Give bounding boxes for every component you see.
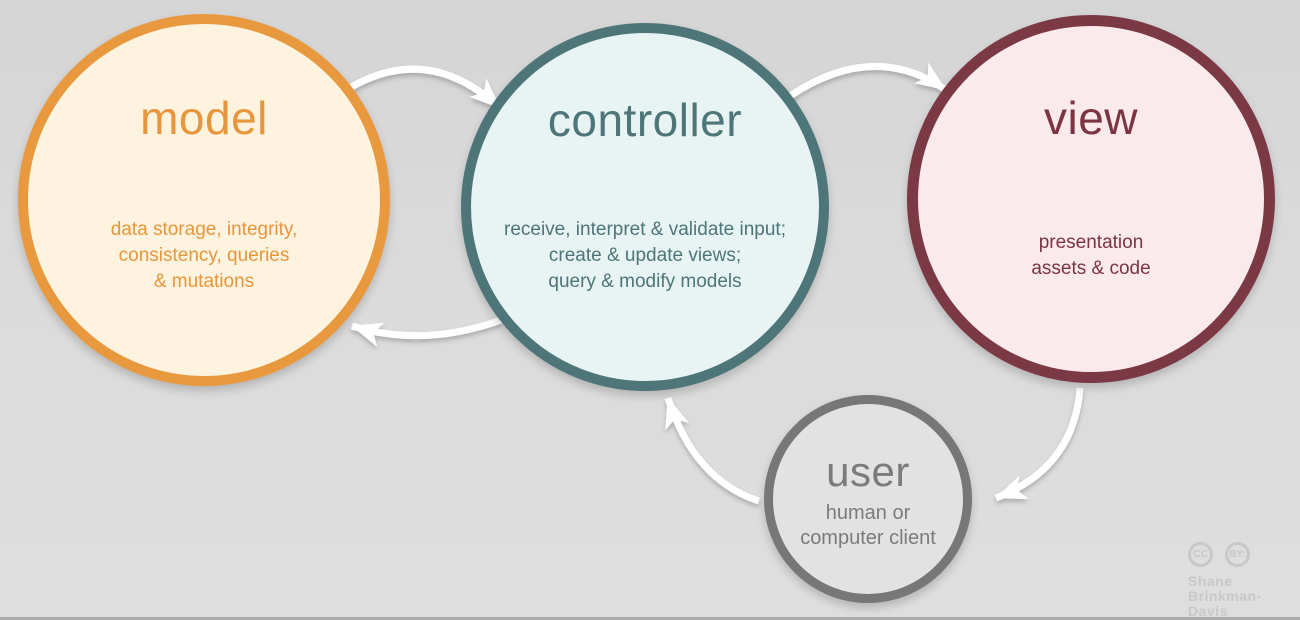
controller-node: controller receive, interpret & validate… bbox=[461, 23, 829, 391]
author-credit: Shane Brinkman-Davis bbox=[1188, 574, 1298, 619]
view-node: view presentation assets & code bbox=[907, 15, 1275, 383]
view-node-title: view bbox=[1043, 92, 1139, 144]
cc-license-attribution: CC BY: Shane Brinkman-Davis bbox=[1188, 542, 1298, 619]
bottom-edge-divider bbox=[0, 617, 1300, 620]
user-node-title: user bbox=[826, 448, 910, 495]
user-node: user human or computer client bbox=[764, 395, 972, 603]
view-desc-line: presentation bbox=[1038, 232, 1144, 253]
arrow-view-to-user bbox=[994, 387, 1084, 502]
model-node-description: data storage, integrity, consistency, qu… bbox=[28, 217, 380, 295]
view-desc-line: assets & code bbox=[1031, 258, 1151, 279]
user-desc-line: human or bbox=[825, 502, 911, 524]
arrow-controller-to-view bbox=[788, 62, 948, 99]
cc-icon: CC bbox=[1188, 542, 1213, 567]
cc-badges: CC BY: bbox=[1188, 542, 1298, 567]
arrow-user-to-controller bbox=[664, 396, 761, 505]
arrow-controller-to-model bbox=[350, 316, 503, 347]
model-desc-line: & mutations bbox=[153, 271, 255, 292]
view-node-description: presentation assets & code bbox=[918, 230, 1264, 282]
controller-desc-line: receive, interpret & validate input; bbox=[504, 219, 786, 240]
user-node-description: human or computer client bbox=[773, 501, 963, 551]
user-desc-line: computer client bbox=[800, 527, 936, 549]
model-desc-line: consistency, queries bbox=[118, 245, 290, 266]
cc-by-icon: BY: bbox=[1225, 542, 1250, 567]
model-node: model data storage, integrity, consisten… bbox=[18, 14, 390, 386]
controller-desc-line: create & update views; bbox=[548, 245, 742, 266]
author-credit-line: Shane bbox=[1188, 573, 1233, 589]
author-credit-line: Brinkman-Davis bbox=[1188, 588, 1262, 619]
model-node-title: model bbox=[140, 92, 268, 144]
controller-node-title: controller bbox=[547, 94, 743, 146]
model-desc-line: data storage, integrity, bbox=[110, 219, 298, 240]
arrow-model-to-controller bbox=[338, 65, 503, 111]
controller-node-description: receive, interpret & validate input; cre… bbox=[471, 217, 819, 295]
controller-desc-line: query & modify models bbox=[548, 271, 742, 292]
